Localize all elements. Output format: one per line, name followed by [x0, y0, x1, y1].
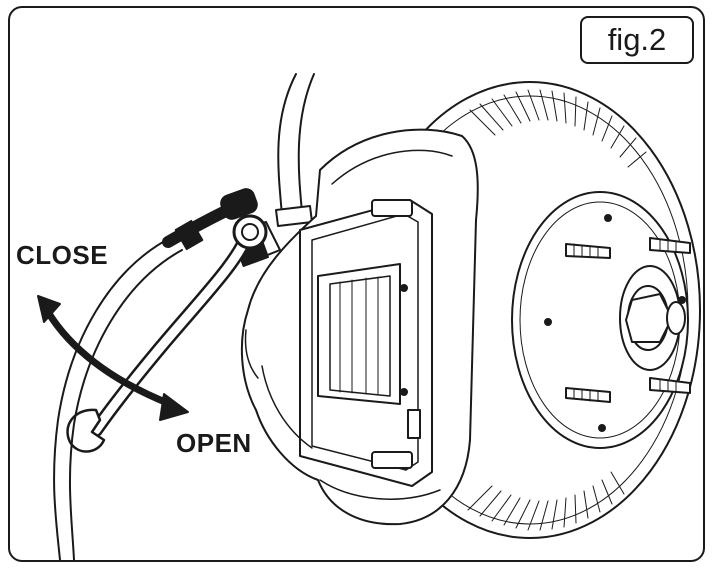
close-direction-label: CLOSE	[16, 240, 109, 270]
bleed-tube	[53, 237, 183, 560]
double-arrow-icon	[37, 295, 189, 421]
caliper-icon	[240, 128, 479, 526]
wheel-stud-icon	[565, 237, 691, 403]
open-direction-label: OPEN	[176, 428, 252, 458]
hub	[511, 191, 689, 449]
brake-hose-icon	[275, 73, 315, 227]
wrench-icon	[66, 188, 268, 453]
figure-label: fig.2	[580, 16, 694, 64]
